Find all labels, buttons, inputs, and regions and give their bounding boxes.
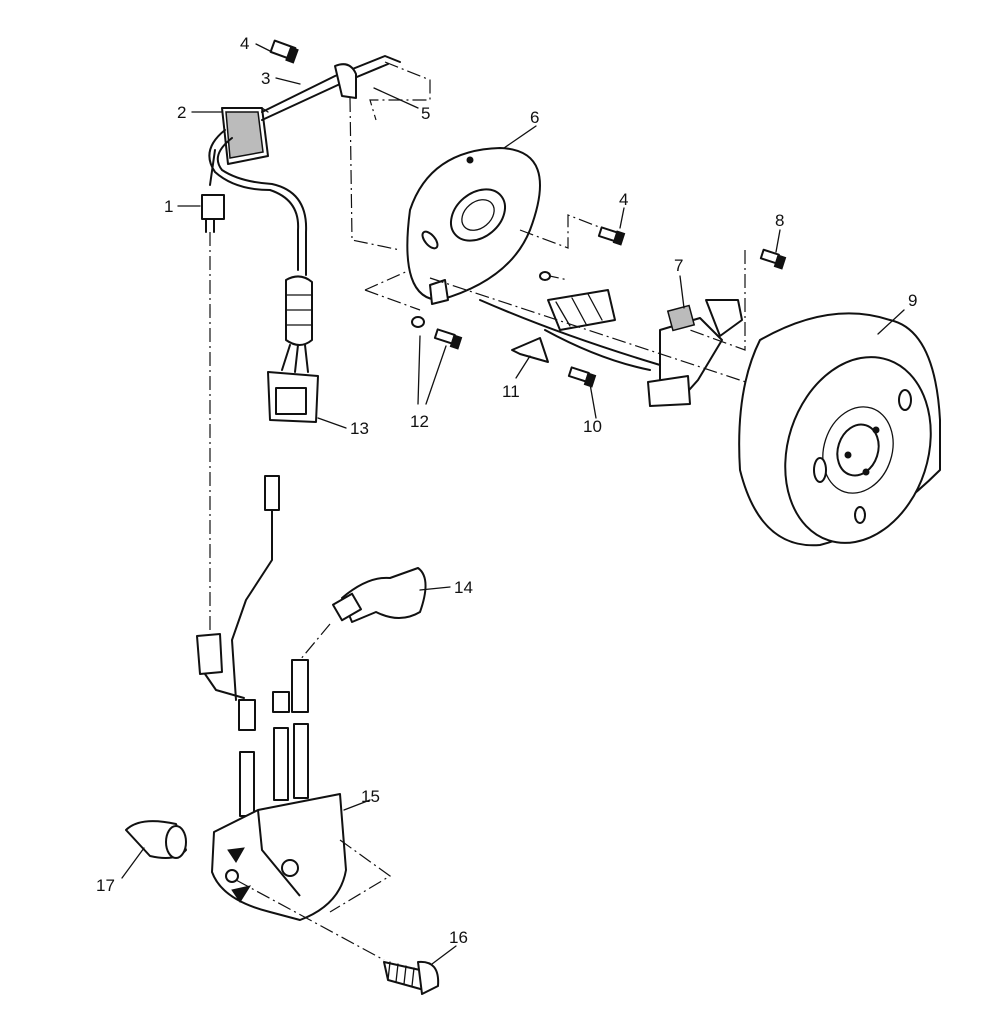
stator-wires <box>479 299 661 371</box>
voltage-regulator <box>221 107 269 165</box>
callout-5: 5 <box>421 104 430 123</box>
lighting-coil-11 <box>511 289 616 363</box>
spark-plug-cap-14 <box>299 567 427 661</box>
dash-lines-lower <box>235 839 392 961</box>
callout-16: 16 <box>449 928 468 947</box>
dash-lines-middle <box>364 214 771 391</box>
pickup-coil-7 <box>647 299 743 407</box>
harness-clamp-5 <box>334 63 357 99</box>
callout-labels: 1 2 3 4 4 5 6 7 8 9 10 11 12 13 14 15 16… <box>96 34 917 947</box>
callout-17: 17 <box>96 876 115 895</box>
screws-middle <box>411 226 787 388</box>
hv-lead-sleeves <box>238 659 309 731</box>
multi-pin-connector-13 <box>267 371 319 423</box>
callout-15: 15 <box>361 787 380 806</box>
callout-13: 13 <box>350 419 369 438</box>
coil-spacer-17 <box>125 820 187 859</box>
ignition-coil-15 <box>211 793 347 921</box>
flywheel-9 <box>738 312 941 547</box>
callout-9: 9 <box>908 291 917 310</box>
callout-14: 14 <box>454 578 473 597</box>
bolt-16 <box>383 960 440 995</box>
clamp-screw-4 <box>269 39 299 64</box>
callout-10: 10 <box>583 417 602 436</box>
dash-lines-upper <box>209 61 431 640</box>
callout-3: 3 <box>261 69 270 88</box>
callout-1: 1 <box>164 197 173 216</box>
callout-12: 12 <box>410 412 429 431</box>
callout-4-top: 4 <box>240 34 249 53</box>
callout-4-right: 4 <box>619 190 628 209</box>
callout-7: 7 <box>674 256 683 275</box>
wire-loom-13 <box>281 275 313 373</box>
callout-11: 11 <box>502 382 520 401</box>
connector-1 <box>201 194 225 233</box>
callout-8: 8 <box>775 211 784 230</box>
main-wire-harness <box>208 55 401 276</box>
callout-6: 6 <box>530 108 539 127</box>
callout-leaders <box>121 43 905 965</box>
stator-plate-6 <box>406 147 541 305</box>
lower-connectors <box>196 475 280 701</box>
callout-2: 2 <box>177 103 186 122</box>
